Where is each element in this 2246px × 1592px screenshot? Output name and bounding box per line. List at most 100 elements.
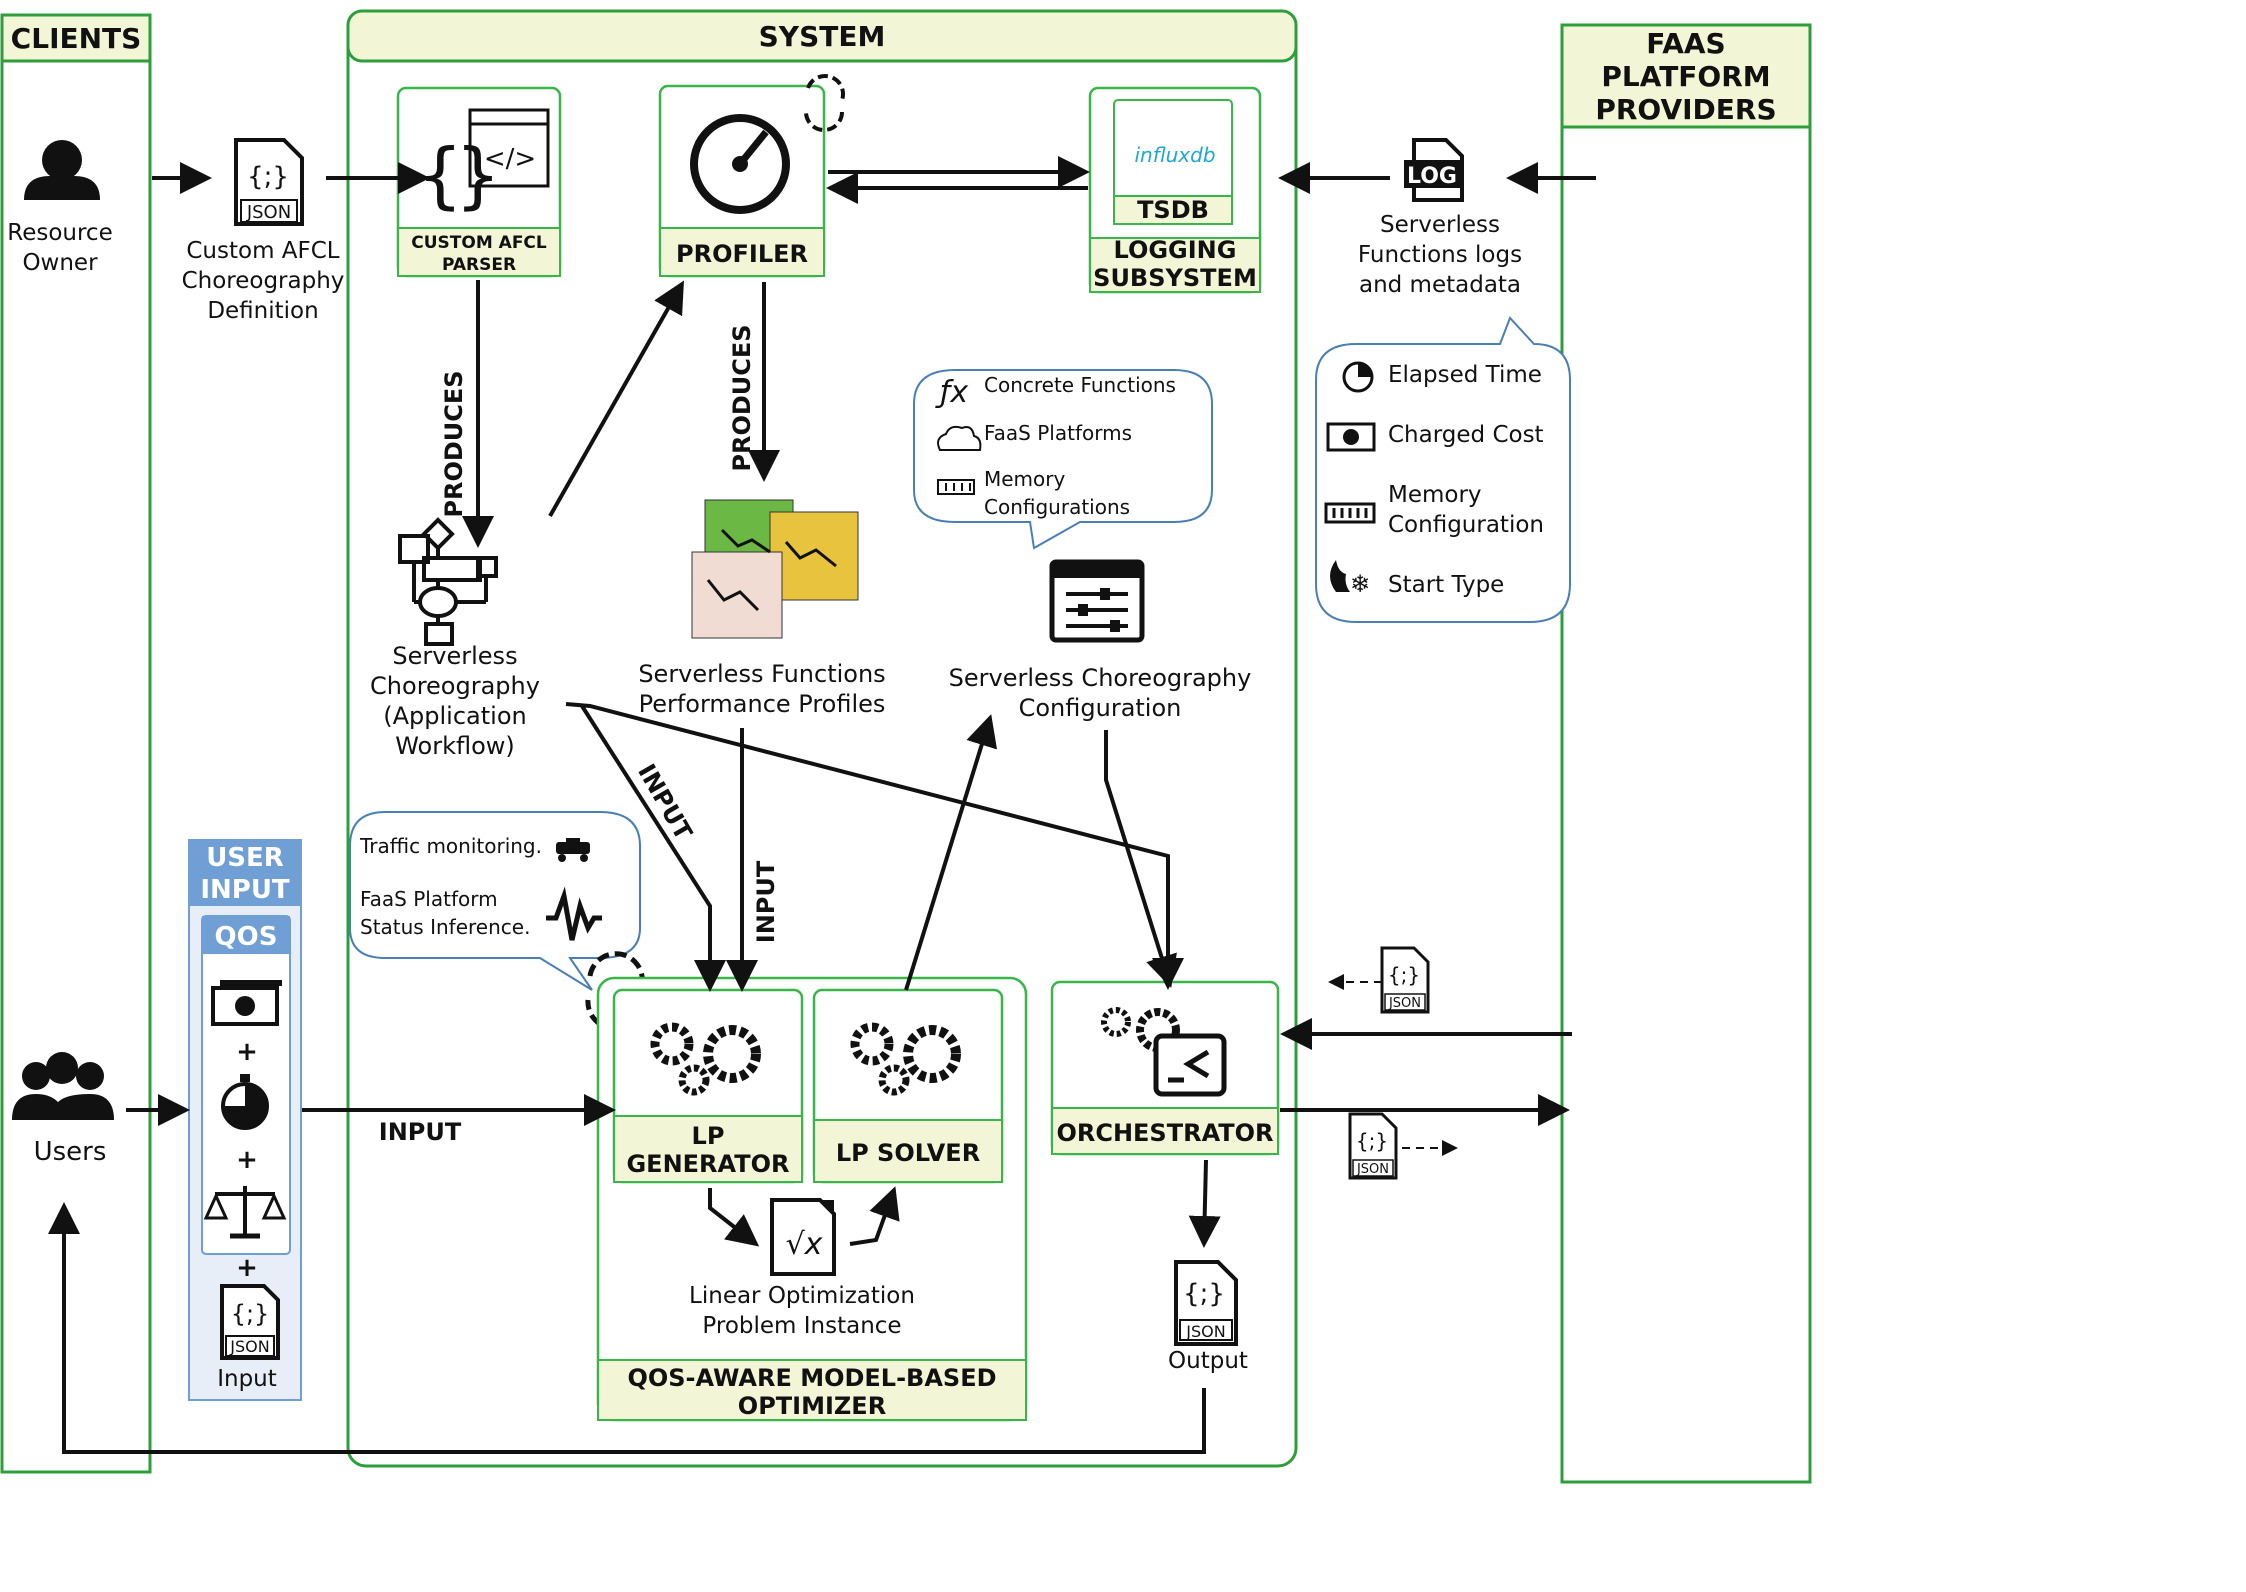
profile-charts-icon [691,499,859,639]
profiler-label: PROFILER [676,240,808,268]
resource-owner-label-1: Resource [7,220,112,246]
memory-chip-icon [1324,502,1376,524]
performance-profiles: Serverless Functions Performance Profile… [638,499,886,718]
status-inference-2: Status Inference. [360,915,530,939]
gears-icon-generator [650,1022,761,1096]
lp-instance-label-2: Problem Instance [702,1313,901,1339]
json-tag: JSON [246,202,291,223]
svg-text:❄: ❄ [1350,570,1370,598]
arrow-solver-to-config [904,714,998,991]
svg-text:√x: √x [786,1227,823,1262]
svg-text:</>: </> [484,144,536,174]
users-label: Users [34,1137,107,1167]
users-group-icon [12,1052,114,1120]
logs-label-3: and metadata [1359,272,1521,298]
svg-text:}: } [455,133,501,217]
produces-label-profiler: PRODUCES [728,324,756,471]
arrow-orchestrator-to-output [1188,1159,1221,1248]
arrow-choreography-to-lpgen [580,704,726,992]
parser-label-1: CUSTOM AFCL [411,233,547,253]
money-icon [1326,422,1376,452]
config-concrete: Concrete Functions [984,373,1176,397]
gears-terminal-icon [1101,1007,1227,1097]
lp-generator-label-1: LP [692,1122,725,1150]
stopwatch-icon [1342,361,1374,393]
lp-generator-label-2: GENERATOR [626,1150,789,1178]
workflow-icon [398,517,498,646]
afcl-def-label-3: Definition [207,298,318,324]
plus-1: + [236,1037,258,1067]
svg-text:{;}: {;} [231,1300,270,1328]
qos-aware-optimizer: LP GENERATOR LP SOLVER √x Linear Optimiz… [596,976,1028,1422]
user-input-title-1: USER [206,843,284,873]
metric-elapsed: Elapsed Time [1388,362,1542,388]
input-json-tag: JSON [229,1337,269,1356]
metric-cost: Charged Cost [1388,422,1544,448]
orchestrator-label: ORCHESTRATOR [1056,1119,1273,1147]
logging-subsystem: influxdb TSDB LOGGING SUBSYSTEM [1088,86,1262,294]
arrow-instance-to-solver [849,1186,900,1246]
pulse-icon [546,886,602,941]
log-tag: LOG [1407,164,1457,189]
plus-2: + [236,1145,258,1175]
time-icon [221,1074,269,1130]
fire-snowflake-icon: ❄ [1330,560,1370,598]
cloud-icon [937,425,982,451]
serverless-choreography: Serverless Choreography (Application Wor… [370,517,540,760]
resource-owner: Resource Owner [7,140,113,276]
plus-3: + [236,1253,258,1283]
input-label-vertical: INPUT [752,860,780,943]
config-bubble: ƒx Concrete Functions FaaS Platforms Mem… [913,369,1213,550]
logging-label-1: LOGGING [1114,236,1237,264]
arrows [48,156,1596,1454]
logs-label-2: Functions logs [1358,242,1522,268]
influxdb-logo: influxdb [1134,143,1215,167]
settings-window-icon [1049,559,1145,643]
memory-chip-small-icon [937,479,975,495]
math-sqrt-icon: √x [770,1198,836,1276]
arrow-choreography-to-profiler [548,280,684,517]
tsdb-label: TSDB [1137,196,1209,224]
svg-text:{;}: {;} [247,162,289,192]
users: Users [12,1052,114,1167]
json-request-icon: {;} JSON [1380,946,1430,1014]
choreography-label-2: Choreography [370,672,540,700]
output: {;} JSON Output [1168,1260,1248,1374]
arrow-output-to-users [48,1202,1206,1454]
traffic-monitoring-text: Traffic monitoring. [359,834,542,858]
providers-title-line2: PLATFORM [1601,60,1770,93]
output-json-icon: {;} JSON [1174,1260,1238,1346]
providers-lane: FAAS PLATFORM PROVIDERS [1560,23,1812,1484]
serverless-logs: LOG Serverless Functions logs and metada… [1358,138,1522,298]
input-label: Input [217,1366,277,1392]
json-request-tag: JSON [1388,996,1421,1011]
traffic-bubble: Traffic monitoring. FaaS Platform Status… [349,811,641,991]
afcl-parser: </> { } CUSTOM AFCL PARSER [396,86,562,278]
system-lane-title: SYSTEM [759,20,886,53]
gears-icon-solver [850,1022,961,1096]
code-window-icon: </> { } [417,108,550,217]
optimizer-title-2: OPTIMIZER [738,1392,886,1420]
json-file-icon: {;} JSON [234,138,304,226]
choreography-label-4: Workflow) [395,732,515,760]
log-file-icon: LOG [1404,138,1464,202]
choreography-label-3: (Application [383,702,526,730]
providers-title-line3: PROVIDERS [1595,93,1776,126]
user-input-panel: USER INPUT QOS + + + {;} JSON [188,839,302,1401]
refresh-icon [804,74,846,132]
afcl-def-label-1: Custom AFCL [186,238,339,264]
choreography-configuration: Serverless Choreography Configuration [949,559,1251,722]
profiles-label-1: Serverless Functions [638,660,885,688]
choreography-label-1: Serverless [392,642,517,670]
json-response-icon: {;} JSON [1348,1112,1398,1180]
metrics-bubble: Elapsed Time Charged Cost Memory Configu… [1315,316,1571,623]
user-input-title-2: INPUT [200,875,290,905]
arrow-config-to-orchestrator [1104,730,1177,988]
optimizer-title-1: QOS-AWARE MODEL-BASED [627,1364,996,1392]
svg-text:{;}: {;} [1183,1279,1225,1309]
logs-label-1: Serverless [1380,212,1500,238]
lp-solver-label: LP SOLVER [836,1139,980,1167]
gauge-icon [690,114,790,214]
lp-instance-label-1: Linear Optimization [689,1283,915,1309]
